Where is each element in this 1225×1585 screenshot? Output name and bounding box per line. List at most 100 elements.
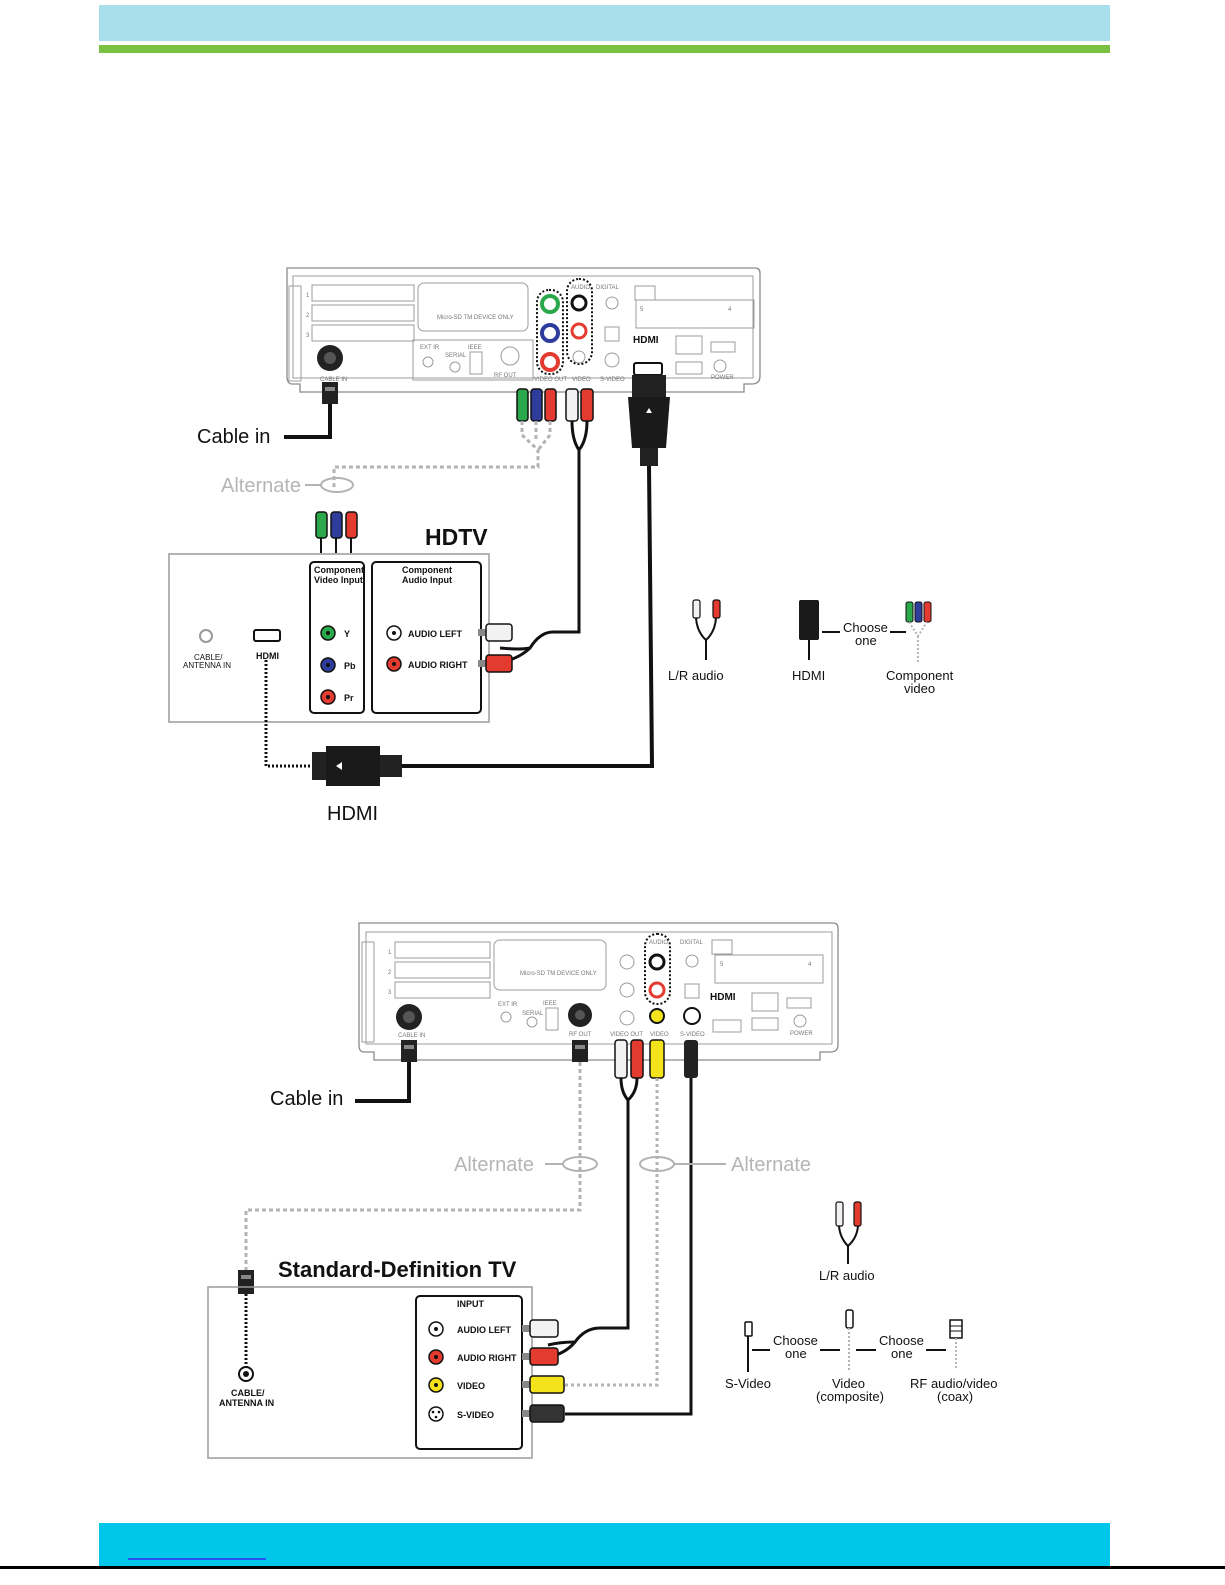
port-y-label: Y bbox=[344, 629, 350, 639]
rf-out-label-b: RF OUT bbox=[569, 1032, 592, 1038]
sdtv-section: 1 2 3 Micro-SD TM DEVICE ONLY CABLE IN E… bbox=[207, 922, 997, 1459]
s-video-label-bottom: S-VIDEO bbox=[457, 1410, 494, 1420]
hdmi-logo: HDMI bbox=[633, 335, 659, 346]
legend-choose-b-2: one bbox=[891, 1346, 913, 1361]
cable-in-label-bottom: Cable in bbox=[270, 1088, 343, 1110]
slot-1-label: 1 bbox=[306, 293, 310, 299]
alternate-label-left: Alternate bbox=[454, 1154, 534, 1176]
slot-5-label-b: 5 bbox=[720, 962, 724, 968]
bottom-rule bbox=[0, 1566, 1225, 1569]
alternate-label-top: Alternate bbox=[221, 475, 301, 497]
port-pr-label: Pr bbox=[344, 693, 354, 703]
hdmi-cable-label: HDMI bbox=[327, 803, 378, 825]
legend-top: L/R audio HDMI Choose one Component vide… bbox=[668, 599, 954, 696]
slot-4-label: 4 bbox=[728, 307, 732, 313]
hdmi-logo-b: HDMI bbox=[710, 992, 736, 1003]
hdmi-cable-tv bbox=[264, 660, 402, 786]
input-title: INPUT bbox=[457, 1299, 485, 1309]
rf-out-label: RF OUT bbox=[494, 373, 517, 379]
audio-right-label-top: AUDIO RIGHT bbox=[408, 660, 468, 670]
audio-out-label-b: AUDIO bbox=[649, 940, 668, 946]
component-plugs-top bbox=[332, 388, 557, 490]
digital-audio-label: DIGITAL bbox=[596, 285, 620, 291]
legend-choose-1-top: Choose bbox=[843, 620, 888, 635]
video-out-label: VIDEO OUT bbox=[534, 377, 567, 383]
hdtv-title: HDTV bbox=[425, 524, 488, 550]
ext-ir-label-b: EXT IR bbox=[498, 1002, 518, 1008]
slot-2-label-b: 2 bbox=[388, 970, 392, 976]
legend-choose-2-top: one bbox=[855, 633, 877, 648]
cable-in-port-label-b: CABLE IN bbox=[398, 1033, 425, 1039]
audio-out-label: AUDIO bbox=[571, 285, 590, 291]
digital-audio-label-b: DIGITAL bbox=[680, 940, 704, 946]
serial-label: SERIAL bbox=[445, 353, 467, 359]
video-label-bottom: VIDEO bbox=[457, 1381, 485, 1391]
video-plug-bottom bbox=[565, 1039, 665, 1387]
cable-in-label-top: Cable in bbox=[197, 426, 270, 448]
header-rule bbox=[99, 45, 1110, 53]
video-port-label-b: VIDEO bbox=[650, 1032, 669, 1038]
rf-coax-alternate bbox=[238, 1040, 588, 1368]
audio-right-label-bottom: AUDIO RIGHT bbox=[457, 1353, 517, 1363]
slot-2-label: 2 bbox=[306, 313, 310, 319]
cable-in-connector-top bbox=[284, 382, 338, 439]
footer-link-underline bbox=[128, 1558, 266, 1560]
s-video-port-label-b: S-VIDEO bbox=[680, 1032, 705, 1038]
cable-in-connector-bottom bbox=[355, 1040, 417, 1103]
power-label: POWER bbox=[711, 375, 734, 381]
slot-3-label-b: 3 bbox=[388, 990, 392, 996]
slot-1-label-b: 1 bbox=[388, 950, 392, 956]
ext-ir-label: EXT IR bbox=[420, 345, 440, 351]
component-audio-title-1: Component bbox=[402, 565, 452, 575]
alternate-label-right: Alternate bbox=[731, 1154, 811, 1176]
s-video-port-label: S-VIDEO bbox=[600, 377, 625, 383]
legend-video-2: (composite) bbox=[816, 1389, 884, 1404]
legend-lr-audio-bottom: L/R audio bbox=[819, 1268, 875, 1283]
component-plugs-tv bbox=[315, 511, 358, 553]
serial-label-b: SERIAL bbox=[522, 1011, 544, 1017]
legend-component-2: video bbox=[904, 681, 935, 696]
legend-video-1: Video bbox=[832, 1376, 865, 1391]
component-video-title-2: Video Input bbox=[314, 575, 363, 585]
receiver-bottom: 1 2 3 Micro-SD TM DEVICE ONLY CABLE IN E… bbox=[358, 922, 839, 1061]
audio-left-label-top: AUDIO LEFT bbox=[408, 629, 462, 639]
legend-component-1: Component bbox=[886, 668, 954, 683]
audio-plugs-bottom bbox=[547, 1039, 644, 1359]
hdtv-panel: HDTV CABLE/ ANTENNA IN HDMI Component Vi… bbox=[168, 524, 490, 723]
legend-lr-audio-top: L/R audio bbox=[668, 668, 724, 683]
port-pb-label: Pb bbox=[344, 661, 356, 671]
sdtv-title: Standard-Definition TV bbox=[278, 1257, 517, 1282]
legend-choose-b-1: Choose bbox=[879, 1333, 924, 1348]
legend-bottom: L/R audio Choose one S-Video Video (comp… bbox=[725, 1201, 997, 1404]
receiver-top: 1 2 3 Micro-SD TM DEVICE ONLY CABLE IN E… bbox=[286, 267, 761, 393]
audio-plugs-top bbox=[499, 388, 594, 665]
cable-antenna-label-1-top: CABLE/ bbox=[194, 653, 223, 662]
ieee-label: IEEE bbox=[468, 345, 482, 351]
microsd-label-b: Micro-SD TM DEVICE ONLY bbox=[520, 971, 597, 977]
cable-in-port-label: CABLE IN bbox=[320, 377, 347, 383]
power-label-b: POWER bbox=[790, 1031, 813, 1037]
sdtv-input-plugs bbox=[522, 1319, 565, 1423]
slot-3-label: 3 bbox=[306, 333, 310, 339]
component-video-title-1: Component bbox=[314, 565, 364, 575]
audio-left-label-bottom: AUDIO LEFT bbox=[457, 1325, 511, 1335]
hdmi-plug-top bbox=[402, 375, 670, 768]
cable-antenna-label-1-bottom: CABLE/ bbox=[231, 1388, 265, 1398]
legend-rf-1: RF audio/video bbox=[910, 1376, 997, 1391]
sdtv-panel: Standard-Definition TV CABLE/ ANTENNA IN… bbox=[207, 1257, 533, 1459]
legend-hdmi: HDMI bbox=[792, 668, 825, 683]
hdmi-port-label: HDMI bbox=[256, 651, 279, 661]
audio-plugs-tv bbox=[478, 623, 513, 673]
header-band bbox=[99, 5, 1110, 41]
cable-antenna-label-2-top: ANTENNA IN bbox=[183, 661, 231, 670]
component-audio-title-2: Audio Input bbox=[402, 575, 452, 585]
video-out-label-b: VIDEO OUT bbox=[610, 1032, 643, 1038]
s-video-plug-bottom bbox=[565, 1040, 698, 1416]
ieee-label-b: IEEE bbox=[543, 1001, 557, 1007]
hdtv-section: 1 2 3 Micro-SD TM DEVICE ONLY CABLE IN E… bbox=[168, 267, 954, 825]
slot-5-label: 5 bbox=[640, 307, 644, 313]
slot-4-label-b: 4 bbox=[808, 962, 812, 968]
video-port-label: VIDEO bbox=[572, 377, 591, 383]
legend-rf-2: (coax) bbox=[937, 1389, 973, 1404]
footer-band bbox=[99, 1523, 1110, 1567]
